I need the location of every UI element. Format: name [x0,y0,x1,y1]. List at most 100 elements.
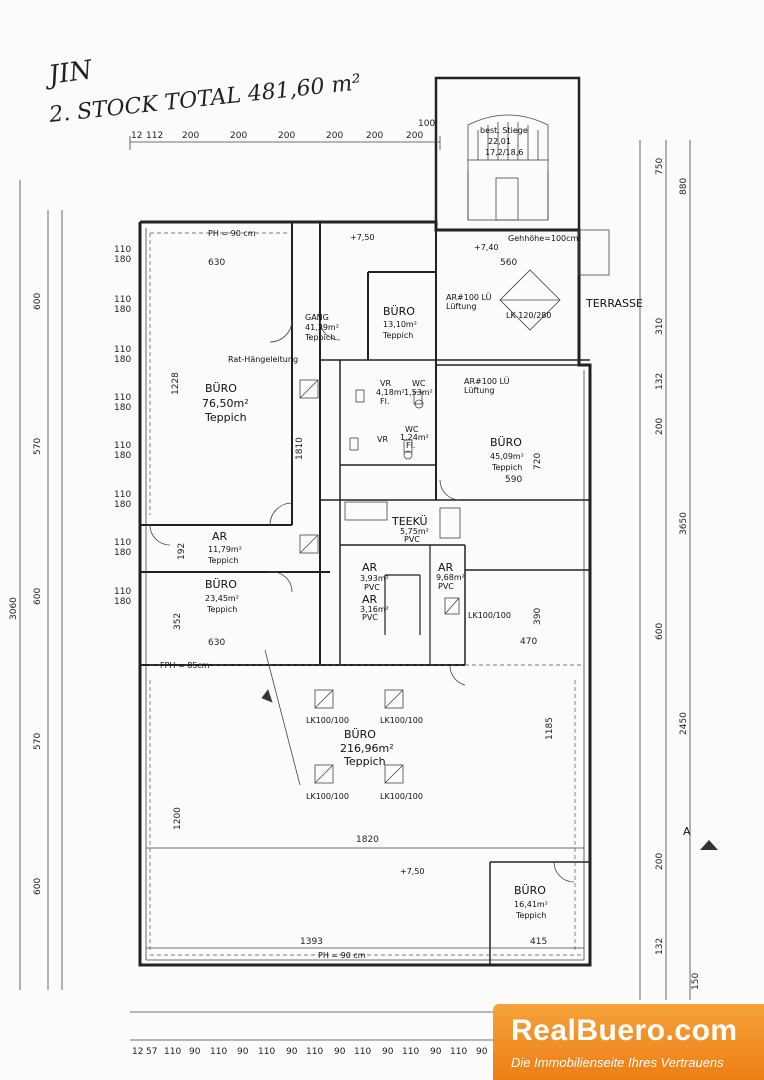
room-ar-4: AR 9,68m² PVC [436,561,465,591]
bottom-dim: 110 [164,1047,181,1057]
brand-tagline: Die Immobilienseite Ihres Vertrauens [511,1055,724,1070]
handwritten-total-area: 2. STOCK TOTAL 481,60 m² [47,70,362,128]
room-floor: Teppich [204,411,247,424]
room-floor: Teppich [206,605,237,614]
bottom-dim: 90 [430,1047,442,1057]
room-area: 1,53m² [404,388,433,397]
room-label: BÜRO [205,578,237,591]
left-outer-dim: 570 [33,438,43,455]
room-label: GANG [305,313,329,322]
room-buero-2: BÜRO 13,10m² Teppich [382,305,417,340]
room-area: 216,96m² [340,742,394,755]
right-outer-dim: 2450 [679,712,689,735]
room-label: WC [405,425,419,434]
window-dim: 180 [114,548,131,558]
window-dim: 110 [114,538,131,548]
top-dim: 200 [230,131,247,141]
bottom-dim: 57 [146,1047,157,1057]
terrace-railing [578,229,610,276]
dim-label: 560 [500,258,517,268]
dim-label: 1228 [171,372,181,395]
room-floor: Teppich [382,331,413,340]
stair-height: 17,2/18,6 [485,148,523,157]
room-label: BÜRO [344,728,376,741]
dim-label: 352 [173,613,183,630]
vent-label: AR#100 LÜ [464,376,510,386]
section-marker: A [683,825,718,850]
brand-badge[interactable]: RealBuero.com Die Immobilienseite Ihres … [493,1004,764,1080]
room-ar-1: AR 11,79m² Teppich [207,530,242,565]
room-gang: GANG 41,39m² Teppich [304,313,339,342]
bottom-dim: 90 [237,1047,249,1057]
room-ar-3: AR 3,16m² PVC [360,593,389,622]
top-dimension-line [129,136,441,150]
stair-number: 22,01 [488,137,511,146]
room-area: 3,16m² [360,605,389,614]
room-label: AR [212,530,228,543]
room-area: 4,18m² [376,388,405,397]
room-area: 9,68m² [436,573,465,582]
skylight-label: LK100/100 [306,716,349,725]
top-dim: 100 [418,119,435,129]
window-dim: 110 [114,490,131,500]
skylight-label: LK100/100 [468,611,511,620]
room-buero-1: BÜRO 76,50m² Teppich [202,382,249,424]
room-area: 13,10m² [383,320,417,329]
bottom-dim: 110 [210,1047,227,1057]
room-label: WC [412,379,426,388]
bottom-dim: 90 [334,1047,346,1057]
skylight-label: LK100/100 [306,792,349,801]
dim-label: 1393 [300,937,323,947]
left-dimension-chains [19,180,63,990]
room-floor: PVC [404,535,420,544]
sanitary-fixtures [344,389,461,539]
ceiling-height-label: PH = 90 cm [208,229,256,238]
leader-arrow [261,649,301,786]
bottom-dim: 110 [402,1047,419,1057]
pipe-label: Rat-Hängeleitung [228,355,298,364]
room-floor: Fl. [380,397,389,406]
room-area: 16,41m² [514,900,548,909]
right-inner-dim: 132 [655,373,665,390]
dim-label: 415 [530,937,547,947]
left-outer-dim: 600 [33,878,43,895]
top-dim: 200 [182,131,199,141]
room-area: 1,24m² [400,433,429,442]
dim-label: 1200 [173,807,183,830]
room-label: TEEKÜ [391,515,428,528]
room-area: 76,50m² [202,397,249,410]
left-outer-dim: 600 [33,588,43,605]
right-outer-dim: 880 [679,178,689,195]
right-inner-dim: 600 [655,623,665,640]
window-dim: 110 [114,295,131,305]
room-buero-4: BÜRO 23,45m² Teppich [205,578,239,614]
window-dim: 110 [114,441,131,451]
right-inner-dim: 200 [655,418,665,435]
terrace-label: TERRASSE [585,297,643,310]
top-dim: 200 [366,131,383,141]
room-vr-2: VR [377,435,388,444]
bottom-dim: 110 [306,1047,323,1057]
room-area: 41,39m² [305,323,339,332]
room-buero-6: BÜRO 16,41m² Teppich [514,884,548,920]
right-inner-dim: 310 [655,318,665,335]
top-dim: 200 [278,131,295,141]
right-inner-dim: 750 [655,158,665,175]
skylight-label: LK100/100 [380,716,423,725]
room-label: BÜRO [514,884,546,897]
bottom-dim: 110 [354,1047,371,1057]
bottom-dim: 90 [476,1047,488,1057]
window-dim: 110 [114,245,131,255]
stair-label: best. Stiege [480,126,528,135]
window-dim: 110 [114,345,131,355]
room-ar-2: AR 3,93m² PVC [360,561,389,592]
bottom-dim: 110 [450,1047,467,1057]
room-teekue: TEEKÜ 5,75m² PVC [391,515,429,544]
room-floor: Fl. [406,441,415,450]
window-dim: 180 [114,305,131,315]
room-label: BÜRO [383,305,415,318]
room-area: 5,75m² [400,527,429,536]
room-area: 11,79m² [208,545,242,554]
right-dimension-chains [639,140,691,1000]
